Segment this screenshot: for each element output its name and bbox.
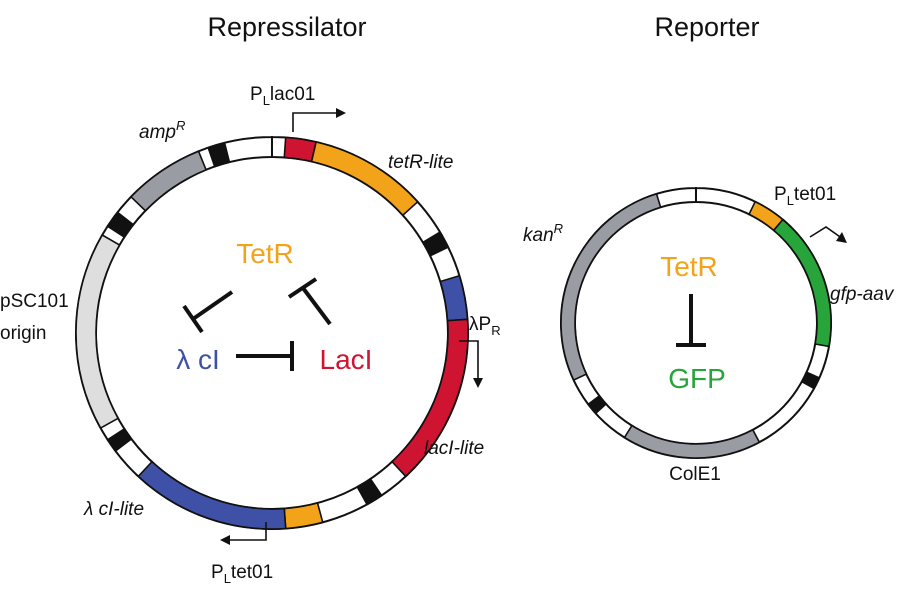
lambda-PR-arrow [459,340,479,382]
repression-tetR-to-cI-bar [182,304,204,334]
segment-terminator-1 [421,230,450,257]
segment-ampR [129,150,208,212]
protein-lacI: LacI [320,344,373,375]
segment-kanR [560,192,662,382]
segment-reporter-terminator-2 [587,394,608,415]
repression-tetR-to-cI [191,290,234,321]
ptet01-arrow [226,522,267,541]
reporter-title: Reporter [654,12,759,42]
promoter-ptet01-label: PLtet01 [211,562,273,586]
pSC101-label-line1: pSC101 [0,291,69,312]
kanR-label: kanR [523,221,563,246]
tetR-lite-label: tetR-lite [388,152,453,173]
segment-plac01-promoter [283,136,318,163]
colE1-label: ColE1 [669,464,721,485]
pSC101-label-line2: origin [0,323,46,344]
lambda-PR-label: λPR [469,314,501,338]
segment-terminator-2 [356,477,383,506]
reporter-protein-tetR: TetR [660,251,718,282]
lacI-lite-label: lacI-lite [424,438,484,459]
repression-lacI-to-tetR [301,286,332,326]
repression-lacI-to-tetR-bar [287,277,318,299]
segment-cI-lite [137,460,287,530]
reporter-ptet01-arrow [809,226,844,240]
ampR-label: ampR [139,118,185,143]
reporter-ptet01-arrowhead [836,232,847,243]
segment-lacI-lite [390,318,469,478]
protein-lambda-cI: λ cI [176,344,220,375]
cI-lite-label: λ cI-lite [83,499,144,520]
segment-terminator-5 [207,141,231,168]
segment-tetR-lite [310,141,419,217]
repressilator-plasmid-ring [75,135,469,530]
reporter-ptet01-label: PLtet01 [774,184,836,208]
promoter-plac01-label: PLlac01 [250,84,315,108]
reporter-plasmid-ring [559,186,832,459]
segment-terminator-3 [106,427,133,453]
segment-gfp-aav [772,218,832,348]
segment-reporter-terminator-1 [800,371,821,390]
protein-gfp: GFP [668,363,726,394]
repressilator-title: Repressilator [207,12,366,42]
plac01-arrowhead [336,108,346,118]
plac01-arrow [292,112,340,132]
lambda-PR-arrowhead [473,378,483,388]
segment-terminator-4 [106,211,135,239]
gfp-aav-label: gfp-aav [830,284,895,305]
segment-colE1 [623,424,761,459]
ptet01-arrowhead [220,535,230,545]
segment-pSC101-origin [75,233,121,430]
segment-lambda-PR [439,274,469,322]
protein-tetR: TetR [236,238,294,269]
